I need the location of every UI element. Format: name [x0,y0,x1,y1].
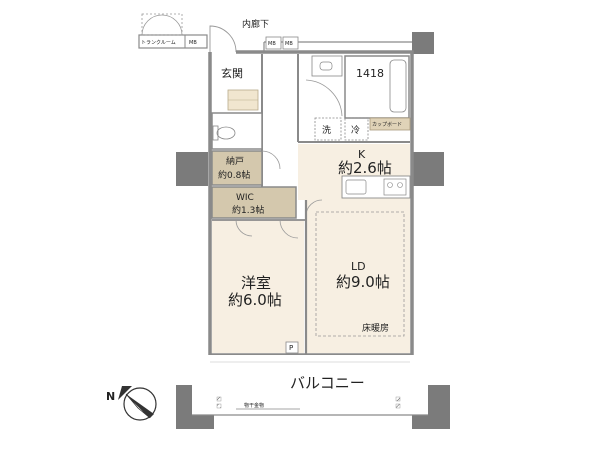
storage-name: 納戸 [226,155,244,167]
trunk-mb-label: MB [189,40,197,46]
pipe-space-label: P [289,344,293,352]
toilet-room [211,112,263,150]
living-dining [306,200,410,353]
compass-icon: N [106,386,157,421]
washbasin [311,55,343,77]
cupboard-label: カップボード [372,121,402,128]
fridge-label: 冷 [351,124,360,136]
walk-in-closet [211,186,297,219]
storage-size: 約0.8帖 [218,169,250,181]
inner-corridor-label: 内廊下 [242,18,269,30]
entrance-label: 玄関 [221,66,243,80]
kitchen-name: K [358,148,366,161]
bathtub-icon [389,59,407,113]
sink-icon [345,179,367,195]
column-left-mid [176,152,208,186]
laundry-pole-label: 物干金物 [244,402,264,409]
floor-heating-area [315,211,405,337]
storage-room [211,150,263,186]
entrance-door [209,25,237,53]
western-name: 洋室 [241,274,271,292]
floor-heating-label: 床暖房 [362,322,389,334]
balcony [192,355,428,415]
stove-icon [383,178,407,196]
fridge-space [344,117,369,141]
western-room [212,220,304,353]
bath-label: 1418 [356,67,384,80]
laundry-pan [314,117,342,141]
laundry-label: 洗 [322,124,331,136]
kitchen-size: 約2.6帖 [338,159,392,177]
balcony-label: バルコニー [290,374,365,392]
ld-size: 約9.0帖 [336,273,390,291]
cupboard [369,117,411,131]
trunk-room-label: トランクルーム [141,40,176,46]
kitchen-counter [341,175,411,199]
toilet-icon [216,126,236,140]
column-right-mid [412,152,444,186]
mb-top-1-label: MB [268,41,276,47]
genkan [212,54,262,90]
compass-letter: N [106,390,115,403]
mb-top-2-label: MB [285,41,293,47]
pipe-space [285,341,299,354]
western-size: 約6.0帖 [228,291,282,309]
wic-size: 約1.3帖 [232,204,264,216]
column-top-right [412,32,434,54]
ld-name: LD [351,260,366,273]
wic-name: WIC [236,193,254,203]
